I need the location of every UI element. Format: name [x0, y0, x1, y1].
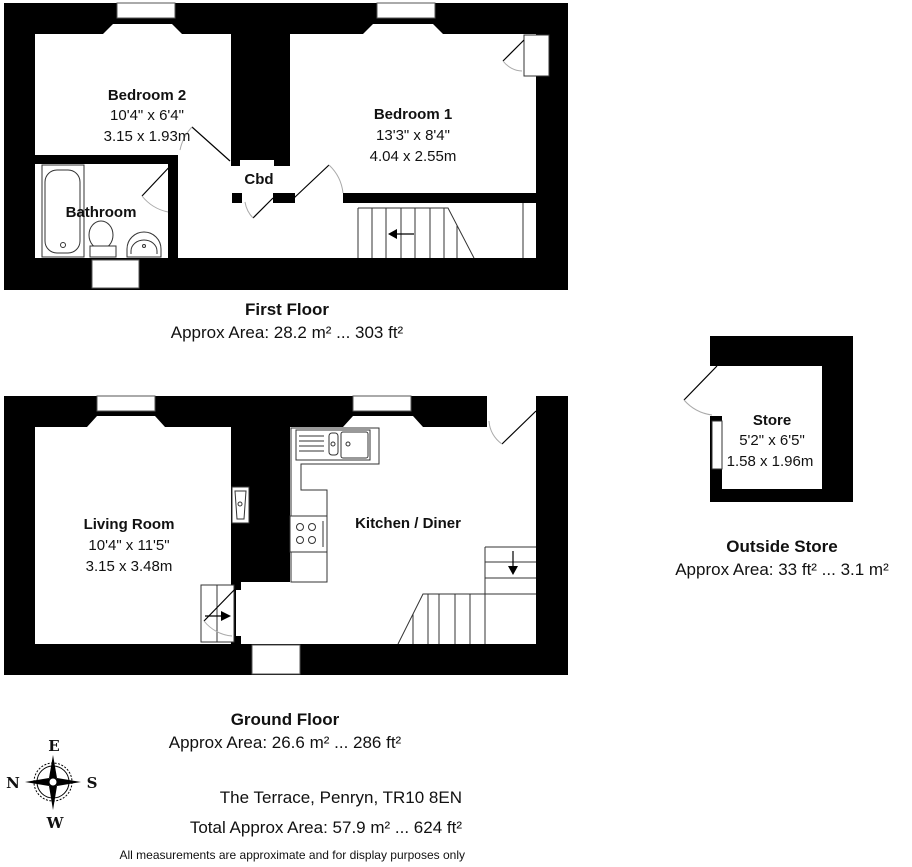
- ground-floor-area: Approx Area: 26.6 m² ... 286 ft²: [169, 733, 402, 752]
- door-bedroom1: [293, 164, 330, 199]
- outside-store-title: Outside Store: [726, 537, 837, 556]
- window: [91, 259, 140, 289]
- bedroom1-name: Bedroom 1: [374, 106, 452, 123]
- bedroom2-name: Bedroom 2: [108, 87, 186, 104]
- compass-right: S: [87, 774, 98, 792]
- store-dim-imperial: 5'2" x 6'5": [739, 432, 805, 449]
- bedroom1-dim-imperial: 13'3" x 8'4": [376, 127, 450, 144]
- bedroom2-dim-imperial: 10'4" x 6'4": [110, 107, 184, 124]
- wardrobe-icon: [523, 34, 550, 77]
- window: [96, 395, 156, 412]
- door-cupboard: [252, 197, 274, 219]
- outside-store-area: Approx Area: 33 ft² ... 3.1 m²: [675, 560, 889, 579]
- bedroom2-floor: [35, 24, 231, 155]
- hall-floor: [236, 582, 300, 644]
- toilet-icon: [88, 220, 114, 250]
- stairs-ground-floor: [397, 546, 536, 645]
- bathroom-name: Bathroom: [66, 204, 137, 221]
- first-floor-title: First Floor: [245, 300, 329, 319]
- outside-store-plan: Store 5'2" x 6'5" 1.58 x 1.96m: [683, 336, 853, 502]
- door-bedroom2: [191, 126, 231, 162]
- hob-icon: [289, 515, 328, 553]
- door-living: [203, 585, 239, 622]
- store-name: Store: [753, 412, 791, 429]
- address: The Terrace, Penryn, TR10 8EN: [220, 788, 462, 807]
- compass-bottom: W: [46, 814, 65, 832]
- front-door-opening: [251, 644, 301, 675]
- door-bathroom: [141, 161, 175, 197]
- stairs-first-floor: [357, 203, 524, 259]
- living-room-name: Living Room: [84, 516, 175, 533]
- window: [376, 2, 436, 19]
- total-area: Total Approx Area: 57.9 m² ... 624 ft²: [190, 818, 462, 837]
- door-store: [683, 365, 718, 401]
- living-room-dim-imperial: 10'4" x 11'5": [88, 537, 169, 554]
- window: [352, 395, 412, 412]
- window: [116, 2, 176, 19]
- cupboard-floor: [240, 160, 274, 200]
- ground-floor-plan: Living Room 10'4" x 11'5" 3.15 x 3.48m K…: [4, 395, 568, 675]
- bedroom2-dim-metric: 3.15 x 1.93m: [104, 128, 191, 145]
- living-room-floor: [35, 416, 231, 644]
- disclaimer: All measurements are approximate and for…: [119, 848, 465, 862]
- first-floor-area: Approx Area: 28.2 m² ... 303 ft²: [171, 323, 404, 342]
- cupboard-name: Cbd: [244, 171, 273, 188]
- store-dim-metric: 1.58 x 1.96m: [727, 453, 814, 470]
- landing-floor: [178, 164, 536, 258]
- door-back: [501, 410, 537, 445]
- store-window: [711, 420, 723, 470]
- ground-floor-title: Ground Floor: [231, 710, 340, 729]
- bedroom1-dim-metric: 4.04 x 2.55m: [370, 148, 457, 165]
- compass-top: E: [48, 737, 59, 755]
- fireplace-icon: [231, 486, 250, 524]
- living-room-dim-metric: 3.15 x 3.48m: [86, 558, 173, 575]
- arrow-right-icon: [221, 611, 231, 621]
- bedroom1-floor: [290, 24, 536, 193]
- compass-icon: E N S W: [6, 737, 97, 832]
- kitchen-name: Kitchen / Diner: [355, 515, 461, 532]
- store-floor: [722, 366, 822, 489]
- first-floor-plan: Bedroom 2 10'4" x 6'4" 3.15 x 1.93m Bedr…: [4, 2, 568, 290]
- compass-left: N: [6, 774, 20, 792]
